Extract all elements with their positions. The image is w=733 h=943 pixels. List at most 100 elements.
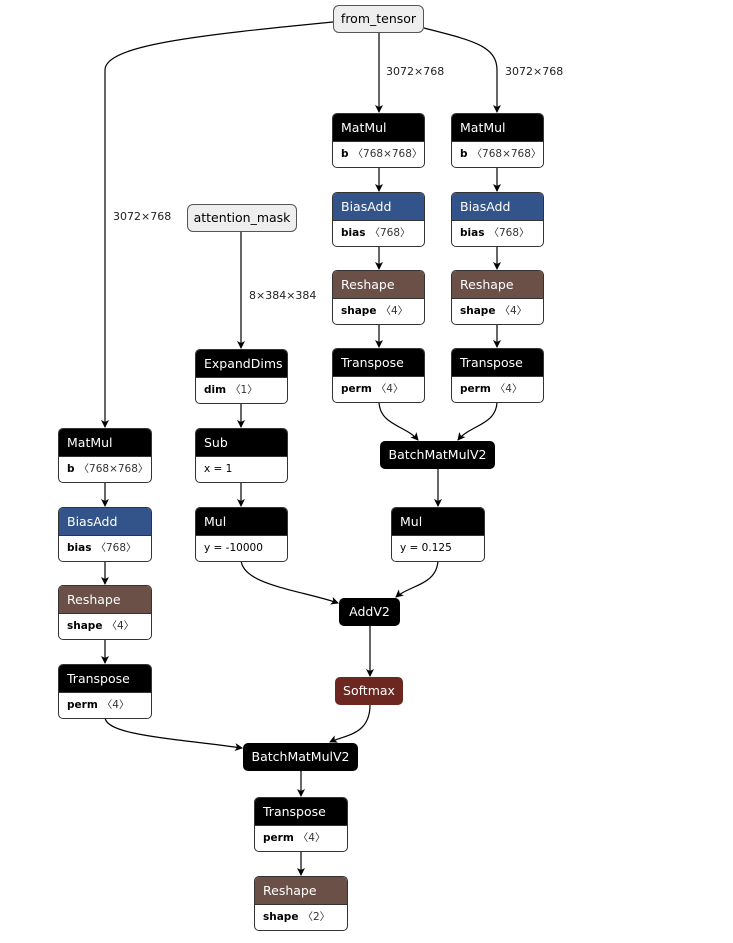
- attr-name: bias: [460, 227, 485, 239]
- edge-transpose-q-to-bmm: [378, 400, 419, 441]
- node-op-label: MatMul: [59, 429, 151, 456]
- node-attr: shape〈4〉: [59, 613, 151, 639]
- attr-value: 〈768〉: [488, 227, 530, 239]
- node-op-label: Reshape: [255, 877, 347, 904]
- node-reshape-q[interactable]: Reshape shape〈4〉: [332, 270, 425, 325]
- attr-value: 〈768×768〉: [471, 148, 542, 160]
- node-attr: bias〈768〉: [59, 535, 151, 561]
- node-transpose-out[interactable]: Transpose perm〈4〉: [254, 797, 348, 852]
- attr-name: shape: [341, 305, 377, 317]
- attr-name: bias: [67, 542, 92, 554]
- node-op-label: Transpose: [59, 665, 151, 692]
- node-op-label: ExpandDims: [196, 350, 287, 377]
- attr-name: shape: [67, 620, 103, 632]
- node-attr: perm〈4〉: [255, 825, 347, 851]
- node-attr: b〈768×768〉: [452, 141, 543, 167]
- node-matmul-q[interactable]: MatMul b〈768×768〉: [332, 113, 425, 168]
- node-matmul-v[interactable]: MatMul b〈768×768〉: [58, 428, 152, 483]
- edge-transpose-k-to-bmm: [457, 400, 498, 441]
- attr-name: perm: [341, 383, 372, 395]
- node-mul-mask[interactable]: Mul y = -10000: [195, 507, 288, 562]
- node-attr: y = 0.125: [392, 535, 484, 561]
- node-expanddims[interactable]: ExpandDims dim〈1〉: [195, 349, 288, 404]
- attr-name: dim: [204, 384, 227, 396]
- input-from-tensor[interactable]: from_tensor: [333, 5, 424, 33]
- node-biasadd-q[interactable]: BiasAdd bias〈768〉: [332, 192, 425, 247]
- attr-value: 〈2〉: [302, 911, 331, 923]
- input-attention-mask[interactable]: attention_mask: [187, 204, 297, 232]
- attr-name: b: [67, 463, 75, 475]
- attr-name: perm: [460, 383, 491, 395]
- node-mul-scale[interactable]: Mul y = 0.125: [391, 507, 485, 562]
- node-attr: b〈768×768〉: [59, 456, 151, 482]
- node-op-label: Reshape: [333, 271, 424, 298]
- attr-value: 〈768×768〉: [78, 463, 149, 475]
- edge-label-q: 3072×768: [386, 65, 445, 78]
- node-op-label: BiasAdd: [452, 193, 543, 220]
- node-attr: perm〈4〉: [452, 376, 543, 402]
- node-op-label: Transpose: [255, 798, 347, 825]
- node-transpose-q[interactable]: Transpose perm〈4〉: [332, 348, 425, 403]
- attr-name: bias: [341, 227, 366, 239]
- attr-value: 〈768〉: [95, 542, 137, 554]
- node-attr: perm〈4〉: [59, 692, 151, 718]
- attr-value: 〈4〉: [101, 699, 130, 711]
- node-batchmatmul-qk[interactable]: BatchMatMulV2: [380, 441, 495, 469]
- edge-transpose-v-to-bmm-out: [104, 716, 243, 751]
- attr-name: b: [341, 148, 349, 160]
- node-attr: shape〈4〉: [333, 298, 424, 324]
- node-biasadd-v[interactable]: BiasAdd bias〈768〉: [58, 507, 152, 562]
- node-reshape-out[interactable]: Reshape shape〈2〉: [254, 876, 348, 931]
- node-op-label: Reshape: [452, 271, 543, 298]
- node-attr: b〈768×768〉: [333, 141, 424, 167]
- node-matmul-k[interactable]: MatMul b〈768×768〉: [451, 113, 544, 168]
- node-transpose-v[interactable]: Transpose perm〈4〉: [58, 664, 152, 719]
- attr-value: 〈1〉: [230, 384, 258, 396]
- node-attr: shape〈4〉: [452, 298, 543, 324]
- node-op-label: MatMul: [333, 114, 424, 141]
- node-op-label: Reshape: [59, 586, 151, 613]
- attr-value: 〈4〉: [375, 383, 404, 395]
- node-addv2[interactable]: AddV2: [339, 598, 400, 626]
- node-sub[interactable]: Sub x = 1: [195, 428, 288, 483]
- edge-from-tensor-to-matmul-v: [101, 21, 334, 428]
- attr-name: b: [460, 148, 468, 160]
- node-attr: shape〈2〉: [255, 904, 347, 930]
- node-op-label: Transpose: [333, 349, 424, 376]
- node-biasadd-k[interactable]: BiasAdd bias〈768〉: [451, 192, 544, 247]
- attr-name: shape: [263, 911, 299, 923]
- node-op-label: Mul: [392, 508, 484, 535]
- node-batchmatmul-out[interactable]: BatchMatMulV2: [243, 743, 358, 771]
- edge-label-mask: 8×384×384: [249, 289, 317, 302]
- node-attr: y = -10000: [196, 535, 287, 561]
- node-reshape-v[interactable]: Reshape shape〈4〉: [58, 585, 152, 640]
- attr-value: 〈768×768〉: [352, 148, 423, 160]
- node-op-label: MatMul: [452, 114, 543, 141]
- node-attr: dim〈1〉: [196, 377, 287, 403]
- node-attr: bias〈768〉: [333, 220, 424, 246]
- node-op-label: Mul: [196, 508, 287, 535]
- edge-label-v: 3072×768: [113, 210, 172, 223]
- node-op-label: BiasAdd: [59, 508, 151, 535]
- node-attr: x = 1: [196, 456, 287, 482]
- node-softmax[interactable]: Softmax: [335, 677, 403, 705]
- attr-value: 〈4〉: [297, 832, 326, 844]
- edge-mul-mask-to-addv2: [240, 558, 339, 605]
- attr-value: 〈4〉: [106, 620, 135, 632]
- edge-mul-scale-to-addv2: [395, 558, 439, 598]
- attr-value: 〈768〉: [369, 227, 411, 239]
- node-op-label: Sub: [196, 429, 287, 456]
- edge-label-k: 3072×768: [505, 65, 564, 78]
- node-attr: bias〈768〉: [452, 220, 543, 246]
- attr-value: 〈4〉: [494, 383, 523, 395]
- edge-softmax-to-bmm-out: [329, 704, 371, 743]
- node-attr: perm〈4〉: [333, 376, 424, 402]
- node-reshape-k[interactable]: Reshape shape〈4〉: [451, 270, 544, 325]
- edge-from-tensor-to-matmul-k: [423, 27, 501, 113]
- node-op-label: Transpose: [452, 349, 543, 376]
- node-op-label: BiasAdd: [333, 193, 424, 220]
- attr-name: perm: [67, 699, 98, 711]
- node-transpose-k[interactable]: Transpose perm〈4〉: [451, 348, 544, 403]
- attr-value: 〈4〉: [380, 305, 409, 317]
